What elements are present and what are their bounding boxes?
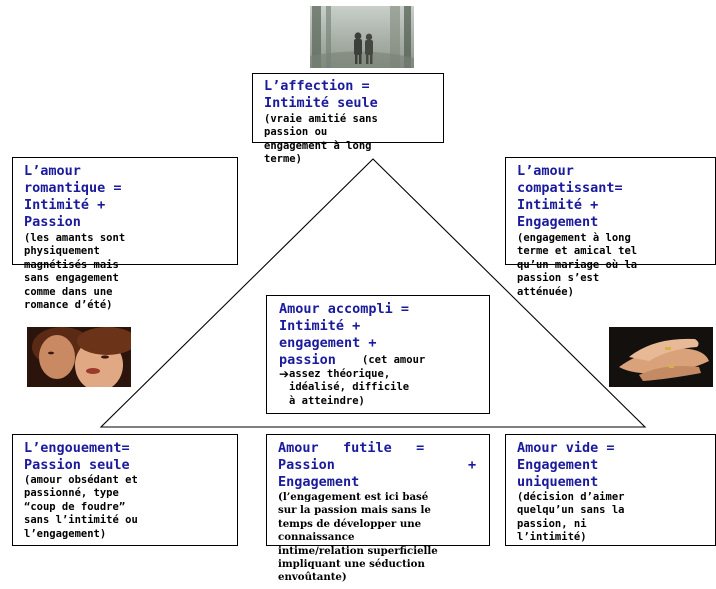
infatuation-description: (amour obsédant et passionné, type “coup… [24,474,138,540]
romantic-love-description: (les amants sont physiquement magnétisés… [24,232,126,312]
consummate-love-description-inline: (cet amour [362,354,426,366]
fatuous-love-title-line2-left: Passion [278,457,335,473]
holding-hands-photo [609,327,713,387]
consummate-love-title: Amour accompli = Intimité + engagement +… [279,301,410,368]
consummate-love-box [266,295,490,414]
fatuous-love-title-line3: Engagement [278,474,360,490]
affection-title: L’affection = Intimité seule [264,78,378,111]
compassionate-love-title: L’amour compatissant= Intimité + Engagem… [517,163,623,230]
couple-walking-in-fog-photo [310,6,414,68]
empty-love-title: Amour vide = Engagement uniquement [517,440,615,490]
compassionate-love-description: (engagement à long terme et amical tel q… [517,232,638,298]
romantic-love-title: L’amour romantique = Intimité + Passion [24,163,122,230]
affection-box [252,73,444,143]
fatuous-love-title-line1: Amour futile = [278,440,425,456]
triangle-shape [99,158,647,428]
empty-love-box [505,434,716,546]
empty-love-description: (décision d’aimer quelqu’un sans la pass… [517,491,625,544]
infatuation-title: L’engouement= Passion seule [24,440,130,473]
fatuous-love-title-line2-right: + [468,457,477,473]
romantic-love-box [12,157,238,265]
fatuous-love-description: (l’engagement est ici basé sur la passio… [278,491,438,584]
infatuation-box [12,434,238,546]
romantic-couple-photo [27,327,131,387]
arrow-right-icon: ➔ [279,367,290,381]
consummate-love-description: assez théorique, idéalisé, difficile à a… [289,368,410,407]
fatuous-love-box [266,434,490,546]
affection-description: (vraie amitié sans passion ou engagement… [264,113,378,166]
